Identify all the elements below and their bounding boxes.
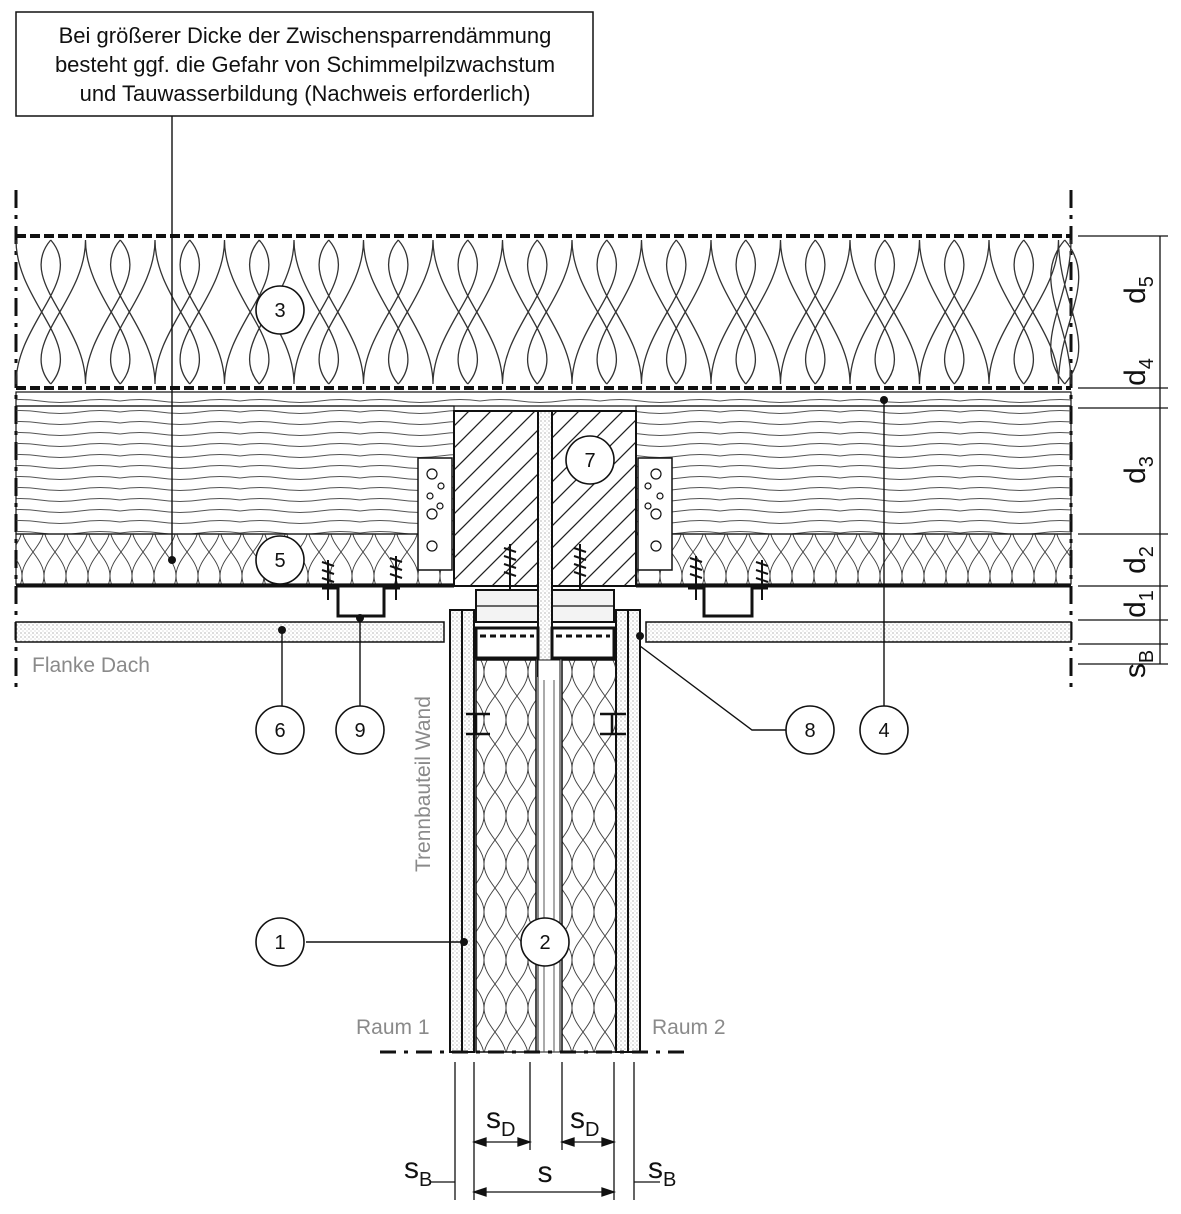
numbered-markers bbox=[255, 285, 909, 967]
marker-1: 1 bbox=[274, 932, 285, 954]
dim-sD-left: sD bbox=[486, 1102, 515, 1141]
wall-head-profile-left bbox=[474, 626, 540, 660]
wall-center-gap bbox=[537, 659, 561, 1053]
marker-numbers: 3 7 5 6 9 8 4 1 2 bbox=[274, 300, 889, 954]
wall-board-inner-left bbox=[461, 609, 475, 1053]
leader-8 bbox=[639, 645, 790, 731]
marker-9: 9 bbox=[354, 720, 365, 742]
wall-board-inner-right bbox=[615, 609, 629, 1053]
dim-d1: d1 bbox=[1119, 590, 1158, 618]
wall-board-outer-left bbox=[449, 609, 463, 1053]
rafter-separation-layer bbox=[537, 410, 553, 677]
angle-brackets bbox=[417, 457, 673, 571]
rafter-zone bbox=[15, 405, 1072, 535]
rafter-left-half bbox=[453, 410, 539, 587]
dim-sB-right: sB bbox=[1119, 650, 1158, 678]
ceiling-board-left bbox=[15, 621, 445, 643]
angle-bracket-left bbox=[417, 457, 453, 571]
dim-d2: d2 bbox=[1119, 546, 1158, 574]
note-line-1: Bei größerer Dicke der Zwischensparrendä… bbox=[59, 23, 552, 48]
dim-sB-bottom-left: sB bbox=[404, 1152, 432, 1191]
wall-clips bbox=[466, 712, 626, 736]
wall-clip-right bbox=[600, 712, 626, 736]
rafter-screw-right bbox=[573, 544, 587, 608]
label-separating-wall: Trennbauteil Wand bbox=[412, 696, 435, 872]
wall-insulation-right bbox=[561, 659, 617, 1053]
wall-board-outer-right bbox=[627, 609, 641, 1053]
break-lines bbox=[14, 190, 1073, 690]
wall-insulation-left bbox=[475, 659, 537, 1053]
screw-2 bbox=[389, 556, 403, 600]
note-line-3: und Tauwasserbildung (Nachweis erforderl… bbox=[80, 81, 531, 106]
wall-head bbox=[474, 589, 616, 660]
screw-3 bbox=[689, 556, 703, 600]
sheathing-board bbox=[15, 391, 1072, 407]
dimension-labels-right: d5 d4 d3 d2 d1 sB bbox=[1119, 276, 1158, 678]
dim-sB-bottom-right: sB bbox=[648, 1152, 676, 1191]
label-flank-roof: Flanke Dach bbox=[32, 654, 150, 677]
marker-5: 5 bbox=[274, 550, 285, 572]
wall-clip-left bbox=[466, 712, 490, 736]
marker-6: 6 bbox=[274, 720, 285, 742]
dimension-labels-bottom: sD sD s sB sB bbox=[404, 1102, 676, 1191]
insulation-left bbox=[15, 533, 455, 585]
screw-1 bbox=[321, 560, 335, 600]
between-rafter-insulation bbox=[15, 533, 1072, 585]
marker-2: 2 bbox=[539, 932, 550, 954]
dim-d4: d4 bbox=[1119, 358, 1158, 386]
sheathing-layer bbox=[15, 391, 1072, 407]
marker-9-circle bbox=[335, 705, 385, 755]
screw-4 bbox=[755, 560, 769, 600]
rafter-zone-right bbox=[635, 405, 1072, 535]
marker-1-circle bbox=[255, 917, 305, 967]
roof-insulation-layer bbox=[15, 234, 1080, 390]
note-line-2: besteht ggf. die Gefahr von Schimmelpilz… bbox=[55, 52, 555, 77]
warning-note: Bei größerer Dicke der Zwischensparrendä… bbox=[15, 11, 594, 117]
angle-bracket-right-holes bbox=[644, 468, 664, 552]
wall-head-profile-right bbox=[550, 626, 616, 660]
dimension-chain-bottom bbox=[430, 1062, 660, 1200]
ceiling-board bbox=[15, 621, 1072, 643]
dim-d3: d3 bbox=[1119, 456, 1158, 484]
marker-7-circle bbox=[565, 435, 615, 485]
marker-8-circle bbox=[785, 705, 835, 755]
wall-insulation bbox=[475, 659, 617, 1053]
gray-labels: Flanke Dach Trennbauteil Wand Raum 1 Rau… bbox=[32, 654, 726, 1039]
angle-bracket-right bbox=[637, 457, 673, 571]
note-box bbox=[15, 11, 594, 117]
marker-5-circle bbox=[255, 535, 305, 585]
leader-lines bbox=[171, 116, 885, 943]
rafter-screw-left bbox=[503, 544, 517, 608]
dimension-chain-right bbox=[1078, 235, 1168, 665]
rafter-zone-left bbox=[15, 405, 455, 535]
hat-profile-right bbox=[688, 586, 768, 618]
insulation-loops bbox=[15, 239, 1080, 385]
marker-4-circle bbox=[859, 705, 909, 755]
marker-3-circle bbox=[255, 285, 305, 335]
dim-d5: d5 bbox=[1119, 276, 1158, 304]
marker-2-circle bbox=[520, 917, 570, 967]
angle-bracket-left-holes bbox=[426, 468, 445, 552]
insulation-loop-curves bbox=[15, 239, 1080, 385]
label-room-1: Raum 1 bbox=[356, 1016, 430, 1039]
dim-s: s bbox=[538, 1156, 553, 1189]
insulation-right bbox=[635, 533, 1072, 585]
marker-8: 8 bbox=[804, 720, 815, 742]
marker-6-circle bbox=[255, 705, 305, 755]
marker-7: 7 bbox=[584, 450, 595, 472]
marker-4: 4 bbox=[878, 720, 889, 742]
dim-sD-right: sD bbox=[570, 1102, 599, 1141]
screws bbox=[321, 556, 769, 600]
marker-3: 3 bbox=[274, 300, 285, 322]
ceiling-board-right bbox=[645, 621, 1072, 643]
leader-dots bbox=[168, 396, 888, 946]
hat-profile-left bbox=[322, 586, 400, 618]
label-room-2: Raum 2 bbox=[652, 1016, 726, 1039]
